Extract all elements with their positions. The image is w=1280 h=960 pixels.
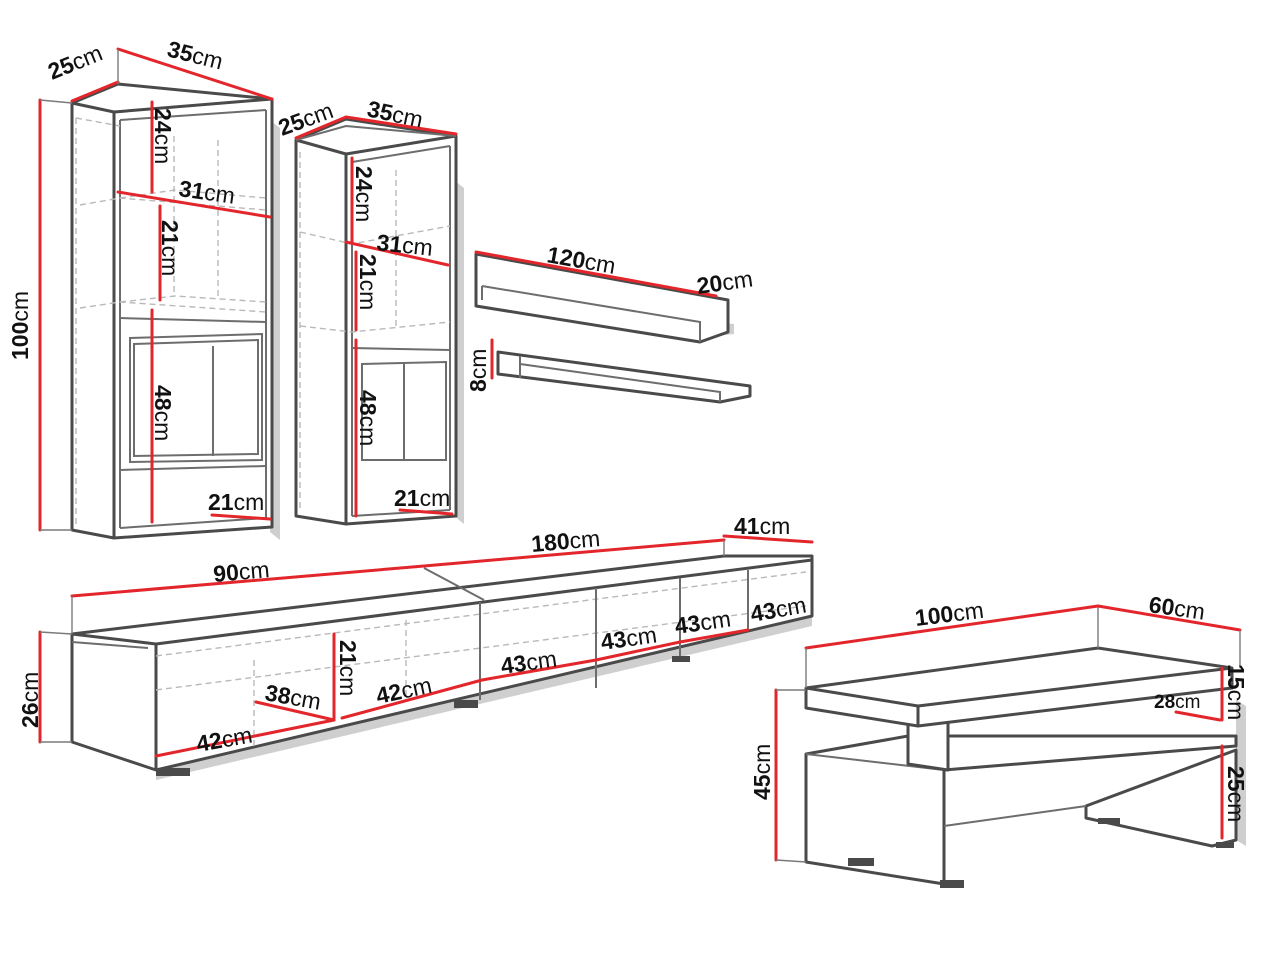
dim-label: 60cm: [1147, 591, 1206, 625]
dim-label: 43cm: [499, 645, 558, 679]
dim-label: 31cm: [375, 229, 434, 261]
dim-label: 43cm: [748, 592, 808, 627]
dim-label: 21cm: [335, 640, 361, 696]
dim-label: 21cm: [394, 485, 450, 511]
dim-label: 25cm: [1223, 766, 1249, 822]
dim-label: 43cm: [673, 605, 732, 639]
dim-label: 28cm: [1154, 692, 1200, 713]
dim-label: 100cm: [913, 597, 985, 631]
tall-cabinet-right: [294, 115, 464, 526]
dim-label: 20cm: [695, 265, 754, 299]
dim-label: 180cm: [530, 525, 601, 557]
wall-shelf-long: [474, 250, 734, 344]
dim-label: 25cm: [44, 39, 106, 84]
coffee-table: [774, 604, 1246, 888]
dim-label: 100cm: [7, 291, 33, 360]
dim-label: 42cm: [374, 672, 434, 709]
dim-label: 21cm: [208, 489, 264, 515]
dim-label: 24cm: [351, 166, 377, 222]
dim-label: 48cm: [355, 390, 381, 446]
tall-cabinet-left: [38, 47, 280, 540]
dim-label: 90cm: [212, 556, 270, 587]
dim-label: 24cm: [150, 108, 176, 164]
dim-label: 43cm: [599, 621, 658, 655]
dim-label: 42cm: [194, 722, 254, 757]
tv-cabinet: [38, 534, 814, 780]
dim-label: 41cm: [734, 513, 790, 539]
dim-label: 45cm: [749, 744, 775, 800]
dim-label: 21cm: [157, 220, 183, 276]
dim-label: 35cm: [365, 95, 425, 132]
dim-label: 31cm: [177, 175, 236, 209]
dim-label: 21cm: [355, 254, 381, 310]
wall-shelf-short: [490, 338, 752, 404]
dimension-labels: 25cm 35cm 100cm 24cm 31cm 21cm 48cm 21cm…: [7, 36, 1249, 823]
dim-label: 15cm: [1223, 664, 1249, 720]
dim-label: 26cm: [17, 672, 43, 728]
dim-label: 8cm: [465, 349, 491, 392]
dim-label: 48cm: [150, 385, 176, 441]
dim-label: 35cm: [165, 36, 226, 75]
dim-label: 38cm: [263, 679, 323, 714]
